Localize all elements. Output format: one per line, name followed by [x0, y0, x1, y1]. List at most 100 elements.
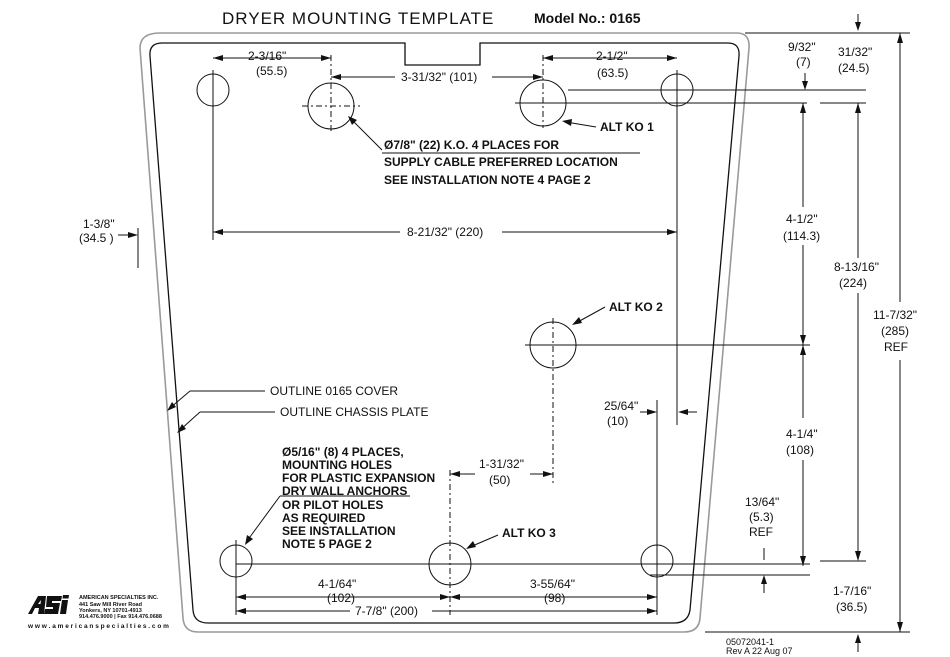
alt-ko-2-callout: ALT KO 2	[572, 300, 663, 325]
svg-text:NOTE 5 PAGE 2: NOTE 5 PAGE 2	[282, 537, 372, 551]
svg-text:11-7/32": 11-7/32"	[873, 308, 917, 322]
svg-text:(34.5 ): (34.5 )	[79, 231, 114, 245]
svg-text:1-31/32": 1-31/32"	[479, 457, 524, 471]
svg-text:Ø7/8" (22) K.O. 4 PLACES FOR: Ø7/8" (22) K.O. 4 PLACES FOR	[384, 138, 559, 152]
svg-text:MOUNTING HOLES: MOUNTING HOLES	[282, 458, 392, 472]
dim-4-1-4: 4-1/4" (108)	[786, 345, 818, 566]
top-edge-arrow	[855, 14, 861, 31]
dim-3-55-64: 3-55/64" (98)	[450, 577, 657, 605]
dim-8-21-32: 8-21/32" (220)	[213, 225, 677, 239]
dim-8-13-16: 8-13/16" (224)	[820, 102, 879, 562]
dim-31-32: 31/32" (24.5)	[838, 45, 872, 75]
dim-2-3-16: 2-3/16" (55.5)	[213, 49, 331, 78]
svg-text:Ø5/16" (8) 4 PLACES,: Ø5/16" (8) 4 PLACES,	[282, 445, 404, 459]
dim-3-31-32: 3-31/32" (101)	[331, 70, 543, 84]
svg-text:(98): (98)	[544, 591, 565, 605]
ko-note: Ø7/8" (22) K.O. 4 PLACES FOR SUPPLY CABL…	[348, 116, 640, 187]
svg-text:1-7/16": 1-7/16"	[833, 584, 871, 598]
svg-text:ALT KO 2: ALT KO 2	[609, 300, 663, 314]
svg-text:(285): (285)	[881, 324, 909, 338]
alt-ko-1-callout: ALT KO 1	[562, 119, 654, 134]
outline-chassis-callout: OUTLINE CHASSIS PLATE	[177, 405, 428, 433]
svg-text:25/64": 25/64"	[604, 399, 638, 413]
chassis-plate-outline	[149, 42, 740, 624]
svg-text:2-3/16": 2-3/16"	[248, 49, 286, 63]
svg-text:(114.3): (114.3)	[783, 229, 820, 243]
document-number: 05072041-1	[726, 637, 774, 647]
bottom-edge-arrow	[855, 634, 861, 652]
svg-text:REF: REF	[884, 340, 908, 354]
svg-text:2-1/2": 2-1/2"	[596, 49, 628, 63]
svg-text:DRY WALL ANCHORS: DRY WALL ANCHORS	[282, 484, 407, 498]
svg-text:1-3/8": 1-3/8"	[83, 217, 115, 231]
dim-9-32: 9/32" (7)	[788, 40, 816, 90]
svg-text:w w w . a m e r i c a n s p e: w w w . a m e r i c a n s p e c i a l t …	[27, 623, 169, 630]
svg-text:(50): (50)	[489, 473, 510, 487]
svg-text:OR PILOT HOLES: OR PILOT HOLES	[282, 498, 383, 512]
dim-2-1-2: 2-1/2" (63.5)	[543, 49, 677, 80]
svg-text:914.476.9000 | Fax 914.476.068: 914.476.9000 | Fax 914.476.0688	[79, 614, 162, 620]
top-right-mounting-hole	[660, 70, 694, 425]
dim-25-64: 25/64" (10)	[604, 399, 697, 428]
svg-text:4-1/2": 4-1/2"	[786, 212, 818, 226]
svg-text:Yonkers, NY 10701-4913: Yonkers, NY 10701-4913	[79, 608, 142, 614]
svg-text:SUPPLY CABLE PREFERRED LOCATIO: SUPPLY CABLE PREFERRED LOCATION	[384, 155, 618, 169]
dim-1-3-8: 1-3/8" (34.5 )	[79, 217, 139, 268]
svg-text:SEE INSTALLATION: SEE INSTALLATION	[282, 524, 396, 538]
dim-13-64: 13/64" (5.3) REF	[745, 495, 779, 593]
svg-text:(224): (224)	[839, 276, 867, 290]
svg-text:AS REQUIRED: AS REQUIRED	[282, 511, 366, 525]
dim-4-1-2: 4-1/2" (114.3)	[783, 103, 820, 345]
svg-text:7-7/8" (200): 7-7/8" (200)	[355, 604, 418, 618]
dim-1-7-16: 1-7/16" (36.5)	[833, 584, 871, 614]
svg-text:(55.5): (55.5)	[256, 64, 287, 78]
bottom-right-mounting-hole	[640, 400, 674, 615]
alt-ko-1-hole	[515, 55, 866, 128]
svg-text:(7): (7)	[796, 55, 811, 69]
outline-cover-callout: OUTLINE 0165 COVER	[167, 384, 398, 411]
svg-text:FOR PLASTIC EXPANSION: FOR PLASTIC EXPANSION	[282, 471, 435, 485]
model-number: Model No.: 0165	[534, 10, 641, 26]
alt-ko-3-callout: ALT KO 3	[466, 526, 556, 549]
svg-text:3-31/32" (101): 3-31/32" (101)	[401, 70, 477, 84]
alt-ko-3-hole	[236, 470, 810, 615]
svg-text:(36.5): (36.5)	[836, 600, 867, 614]
asi-logo	[28, 595, 69, 614]
svg-text:REF: REF	[749, 525, 773, 539]
svg-text:OUTLINE CHASSIS PLATE: OUTLINE CHASSIS PLATE	[280, 405, 428, 419]
cover-outline	[139, 32, 750, 633]
svg-text:AMERICAN SPECIALTIES INC.: AMERICAN SPECIALTIES INC.	[79, 595, 159, 601]
svg-text:(24.5): (24.5)	[838, 61, 869, 75]
svg-text:(102): (102)	[327, 591, 355, 605]
bottom-left-mounting-hole	[219, 540, 253, 615]
svg-text:OUTLINE 0165 COVER: OUTLINE 0165 COVER	[270, 384, 398, 398]
svg-text:(63.5): (63.5)	[597, 66, 628, 80]
svg-text:8-21/32" (220): 8-21/32" (220)	[407, 225, 483, 239]
dim-4-1-64: 4-1/64" (102)	[236, 577, 450, 605]
svg-text:SEE INSTALLATION NOTE 4 PAGE 2: SEE INSTALLATION NOTE 4 PAGE 2	[384, 173, 591, 187]
svg-text:ALT KO 1: ALT KO 1	[600, 120, 654, 134]
svg-text:(5.3): (5.3)	[749, 510, 774, 524]
svg-text:13/64": 13/64"	[745, 495, 779, 509]
svg-text:4-1/64": 4-1/64"	[318, 577, 356, 591]
mounting-hole-note: Ø5/16" (8) 4 PLACES, MOUNTING HOLES FOR …	[245, 445, 435, 551]
alt-ko-2-hole	[525, 318, 810, 485]
preferred-ko-hole	[302, 55, 360, 131]
svg-text:31/32": 31/32"	[838, 45, 872, 59]
svg-text:3-55/64": 3-55/64"	[530, 577, 575, 591]
svg-text:8-13/16": 8-13/16"	[834, 260, 879, 274]
svg-text:(10): (10)	[607, 414, 628, 428]
dim-11-7-32: 11-7/32" (285) REF	[705, 32, 917, 633]
dim-1-31-32: 1-31/32" (50)	[450, 457, 553, 487]
template-title: DRYER MOUNTING TEMPLATE	[222, 9, 494, 28]
revision: Rev A 22 Aug 07	[726, 646, 793, 656]
top-left-mounting-hole	[196, 70, 230, 240]
svg-text:441 Saw Mill River Road: 441 Saw Mill River Road	[79, 602, 142, 608]
svg-text:ALT KO 3: ALT KO 3	[502, 526, 556, 540]
svg-text:4-1/4": 4-1/4"	[786, 427, 818, 441]
dim-7-7-8: 7-7/8" (200)	[236, 604, 657, 618]
svg-text:9/32": 9/32"	[788, 40, 816, 54]
company-info: AMERICAN SPECIALTIES INC. 441 Saw Mill R…	[27, 595, 169, 630]
svg-text:(108): (108)	[786, 443, 814, 457]
